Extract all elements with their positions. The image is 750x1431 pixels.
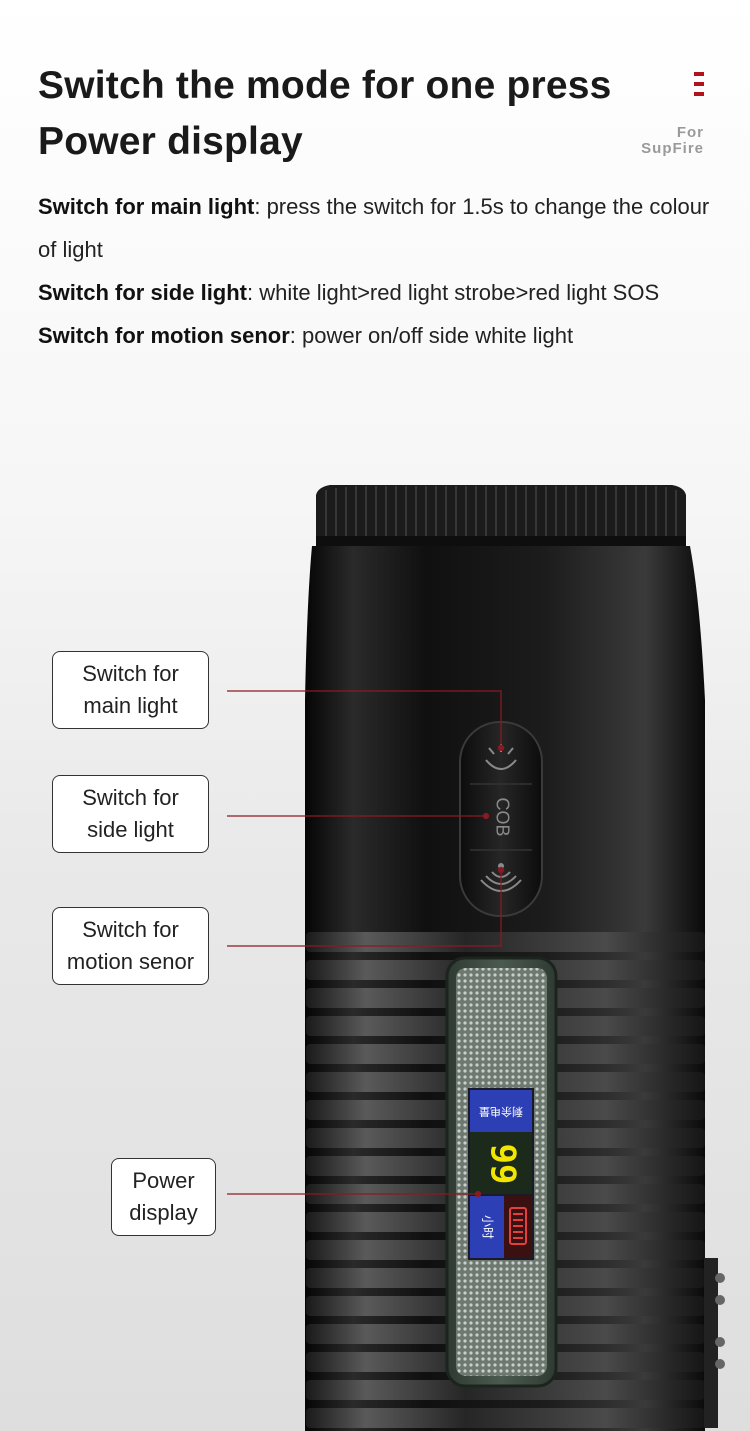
callout-main-light: Switch for main light <box>52 651 209 729</box>
display-digits: 99 <box>483 1144 523 1185</box>
callout-power-display: Power display <box>111 1158 216 1236</box>
display-top-text: 剩余电量 <box>479 1105 523 1119</box>
feature-description: Switch for main light: press the switch … <box>38 185 718 357</box>
callout-leader-lines <box>227 690 505 1198</box>
display-hours-text: 小时 <box>481 1215 495 1239</box>
feature-side-light: Switch for side light: white light>red l… <box>38 280 660 305</box>
brand-text-bottom: SupFire <box>641 140 704 157</box>
cob-label: COB <box>492 797 512 836</box>
power-display-panel: 剩余电量 99 小时 <box>445 956 558 1388</box>
feature-motion-sensor: Switch for motion senor: power on/off si… <box>38 323 574 348</box>
feature-main-light: Switch for main light: press the switch … <box>38 194 710 262</box>
brand-bars-icon <box>694 72 704 102</box>
brand-logo: For SupFire <box>624 72 704 162</box>
page-title: Switch the mode for one press Power disp… <box>38 58 612 170</box>
brand-text-top: For <box>676 124 704 141</box>
flashlight-illustration: COB 剩余电量 99 小时 <box>227 485 725 1431</box>
battery-icon <box>509 1207 527 1245</box>
side-bracket <box>704 1258 725 1428</box>
callout-motion-sensor: Switch for motion senor <box>52 907 209 985</box>
title-line-1: Switch the mode for one press <box>38 64 612 107</box>
bezel-ring <box>316 485 686 546</box>
title-line-2: Power display <box>38 120 303 163</box>
callout-side-light: Switch for side light <box>52 775 209 853</box>
